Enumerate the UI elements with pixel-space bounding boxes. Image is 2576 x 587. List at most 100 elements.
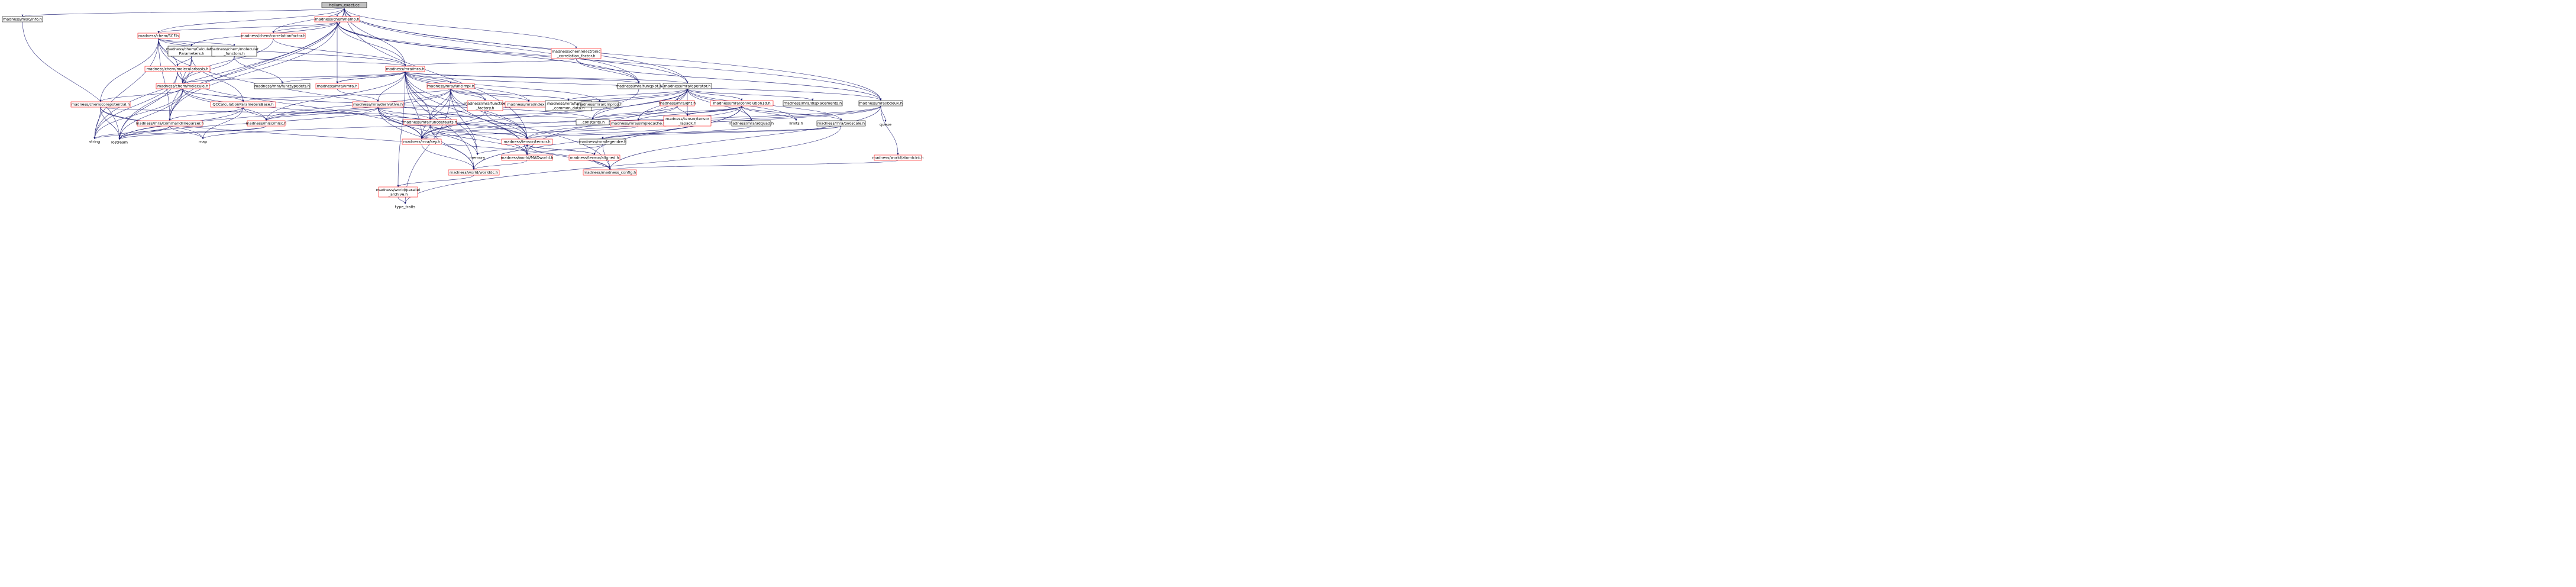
edge-nemo-to-scf	[158, 21, 338, 34]
node-label: madness/world/parallel	[376, 188, 421, 192]
edge-funcimpl-to-funcdefaults	[429, 88, 451, 120]
node-twoscale[interactable]: madness/mra/twoscale.h	[816, 120, 866, 127]
arrowhead-twoscale-to-legendre	[602, 137, 604, 139]
arrowhead-simplecache-to-key	[421, 137, 423, 139]
node-parchive[interactable]: madness/world/parallel_archive.h	[376, 186, 421, 198]
node-label: madness/world/MADworld.h	[500, 156, 553, 160]
arrowhead-operator-to-funccommon	[567, 98, 570, 101]
edge-tensor-to-memory	[477, 144, 528, 156]
edge-conv1d-to-simplecache	[638, 105, 742, 121]
edge-conv1d-to-twoscale	[741, 105, 842, 121]
node-label: _archive.h	[388, 192, 408, 197]
node-box	[710, 100, 774, 107]
node-funcplot[interactable]: madness/mra/funcplot.h	[616, 83, 662, 89]
node-funcfactory[interactable]: madness/mra/function_factory.h	[464, 100, 506, 111]
node-derivative[interactable]: madness/mra/derivative.h	[352, 101, 404, 108]
node-box	[315, 83, 359, 89]
node-legendre[interactable]: madness/mra/legendre.h	[579, 138, 626, 145]
node-madconfig[interactable]: madness/madness_config.h	[583, 169, 637, 176]
node-aligned[interactable]: madness/tensor/aligned.h	[568, 154, 620, 161]
node-atomicint[interactable]: madness/world/atomicint.h	[872, 154, 924, 161]
arrowhead-root-to-elcorr	[575, 46, 577, 49]
edges-layer	[21, 7, 899, 205]
node-tensor[interactable]: madness/tensor/tensor.h	[501, 138, 553, 145]
node-adquad[interactable]: madness/mra/adquad.h	[729, 120, 774, 127]
edge-qccalc-to-cmdparser	[169, 107, 244, 121]
node-memory: memory	[470, 156, 486, 160]
node-box	[501, 138, 553, 145]
edge-mra-to-funcimpl	[405, 71, 451, 84]
arrowhead-conv1d-to-simplecache	[637, 118, 639, 121]
arrowhead-vmra-to-derivative	[377, 99, 379, 102]
node-displacements[interactable]: madness/mra/displacements.h	[783, 100, 843, 107]
edge-key-to-worlddc	[421, 144, 474, 170]
node-label: madness/chem/nemo.h	[315, 17, 360, 22]
node-molecule[interactable]: madness/chem/molecule.h	[156, 83, 210, 89]
node-label: _lapack.h	[678, 121, 696, 126]
node-conv1d[interactable]: madness/mra/convolution1d.h	[710, 100, 774, 107]
node-box	[501, 154, 553, 161]
edge-cmdparser-to-string	[94, 125, 170, 140]
node-label: string	[89, 140, 100, 144]
edge-molecule-to-iostream	[119, 88, 183, 140]
edge-funcfactory-to-tensor	[484, 110, 528, 140]
edge-root-to-cmdparser	[169, 7, 345, 121]
node-operator[interactable]: madness/mra/operator.h	[662, 83, 712, 89]
node-vmra[interactable]: madness/mra/vmra.h	[315, 83, 359, 89]
node-label: _constants.h	[580, 120, 605, 125]
arrowhead-funcimpl-to-indexit	[528, 99, 530, 102]
edge-elcorr-to-mra	[405, 58, 577, 67]
node-funccommon[interactable]: madness/mra/function_common_data.h	[545, 100, 592, 111]
node-constants[interactable]: _constants.h	[576, 119, 610, 125]
edge-molfunc-to-mra	[234, 56, 406, 67]
node-key[interactable]: madness/mra/key.h	[402, 138, 442, 145]
arrowhead-mra-to-operator	[686, 81, 689, 83]
node-info[interactable]: madness/misc/info.h	[2, 16, 43, 22]
node-cmdparser[interactable]: madness/mra/commandlineparser.h	[135, 120, 204, 127]
node-qccalc[interactable]: QCCalculationParametersBase.h	[210, 101, 276, 108]
node-corrfac[interactable]: madness/chem/correlationfactor.h	[241, 33, 306, 39]
node-functypedefs[interactable]: madness/mra/functypedefs.h	[254, 83, 311, 89]
node-molfunc[interactable]: madness/chem/molecular_functors.h	[210, 46, 259, 57]
node-funcdefaults[interactable]: madness/mra/funcdefaults.h	[403, 119, 457, 125]
arrowhead-mra-to-qmprop	[599, 99, 601, 102]
edge-mra-to-functypedefs	[282, 71, 406, 84]
node-molbasis[interactable]: madness/chem/molecularbasis.h	[144, 66, 211, 72]
edge-vmra-to-derivative	[337, 88, 379, 102]
node-elcorr[interactable]: madness/chem/electronic_correlation_fact…	[551, 48, 602, 59]
node-root[interactable]: helium_exact.cc	[321, 2, 367, 8]
arrowhead-mra-to-molecule	[182, 81, 184, 83]
node-tensorlapack[interactable]: madness/tensor/tensor_lapack.h	[663, 115, 712, 127]
node-lbdeux[interactable]: madness/mra/lbdeux.h	[858, 100, 903, 107]
edge-nemo-to-cmdparser	[169, 21, 338, 121]
node-box	[580, 101, 619, 108]
node-mra[interactable]: madness/mra/mra.h	[385, 66, 425, 72]
node-map: map	[199, 140, 207, 144]
edge-derivative-to-madworld	[377, 107, 528, 156]
node-label: madness/tensor/aligned.h	[570, 156, 619, 160]
node-madworld[interactable]: madness/world/MADworld.h	[500, 154, 554, 161]
edge-mra-to-operator	[405, 71, 688, 84]
node-miscmisc[interactable]: madness/misc/misc.h	[246, 120, 287, 127]
node-funcimpl[interactable]: madness/mra/funcimpl.h	[426, 83, 475, 89]
arrowhead-operator-to-conv1d	[741, 98, 743, 101]
node-corepot[interactable]: madness/chem/corepotential.h	[70, 101, 131, 108]
edge-operator-to-conv1d	[687, 88, 742, 101]
edge-root-to-scf	[158, 7, 345, 34]
node-gfit[interactable]: madness/mra/gfit.h	[659, 100, 696, 107]
edge-twoscale-to-typetraits	[405, 125, 842, 205]
node-qmprop[interactable]: madness/mra/qmprop.h	[577, 101, 623, 108]
edge-funcdefaults-to-madworld	[429, 124, 528, 156]
node-box	[321, 2, 367, 8]
node-label: madness/mra/mra.h	[386, 67, 425, 72]
node-simplecache[interactable]: madness/mra/simplecache.h	[610, 120, 667, 127]
node-label: madness/misc/misc.h	[246, 121, 287, 126]
edge-mra-to-key	[405, 71, 422, 140]
edge-gfit-to-constants	[592, 105, 678, 120]
node-worlddc[interactable]: madness/world/worlddc.h	[448, 169, 500, 176]
node-scf[interactable]: madness/chem/SCF.h	[137, 33, 180, 39]
node-nemo[interactable]: madness/chem/nemo.h	[314, 16, 360, 22]
include-dependency-graph: helium_exact.cc madness/misc/info.h madnes…	[2, 2, 924, 209]
edge-nemo-to-corrfac	[273, 21, 338, 34]
edge-lbdeux-to-madconfig	[609, 105, 881, 170]
